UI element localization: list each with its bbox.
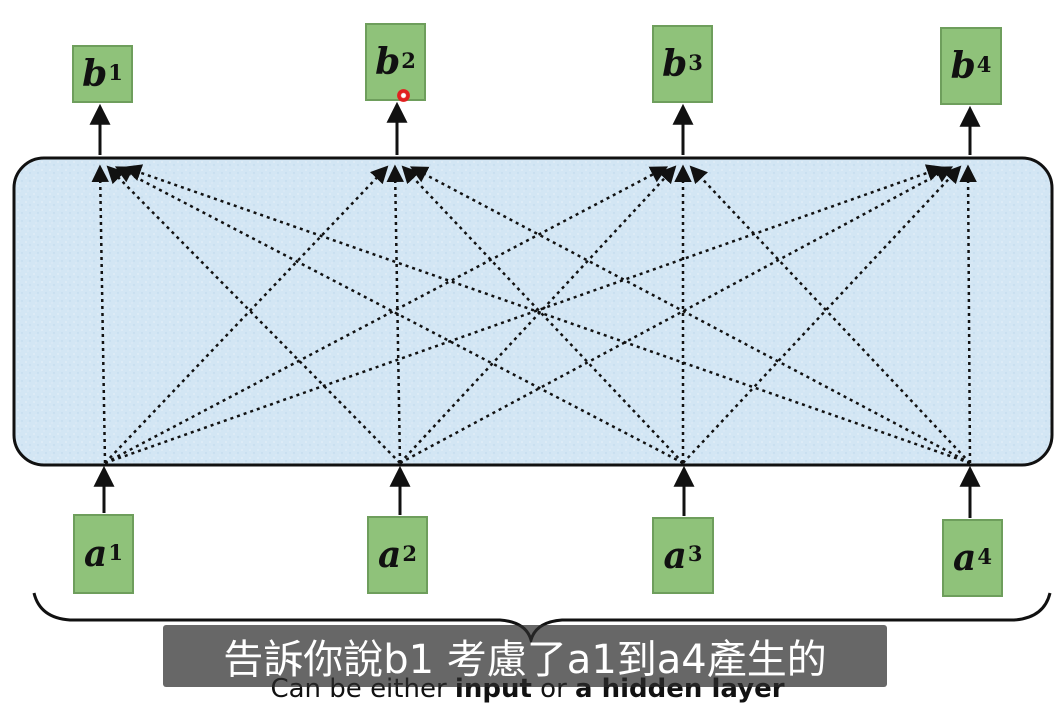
attention-arrow-a3-b2 [401,165,684,464]
attention-connections [91,164,977,465]
attention-arrow-a4-b3 [689,165,971,464]
attention-arrow-a3-b4 [682,165,962,464]
attention-arrow-a2-b1 [106,165,401,464]
attention-arrow-a4-b1 [123,164,971,465]
attention-arrow-a1-b3 [104,166,669,465]
attention-arrow-a4-b4 [959,164,977,464]
io-arrows [89,101,981,518]
attention-arrow-a2-b4 [399,166,954,465]
attention-block [12,156,1054,467]
attention-arrow-a1-b4 [104,164,945,465]
attention-arrow-a4-b2 [409,166,971,465]
attention-arrow-a3-b1 [114,166,684,465]
attention-arrow-a1-b2 [104,165,389,464]
attention-arrow-a2-b2 [386,164,404,464]
pointer-cursor [397,89,410,102]
attention-arrow-a1-b1 [91,164,109,464]
video-subtitle: 告訴你說b1 考慮了a1到a4產生的 [163,625,887,687]
